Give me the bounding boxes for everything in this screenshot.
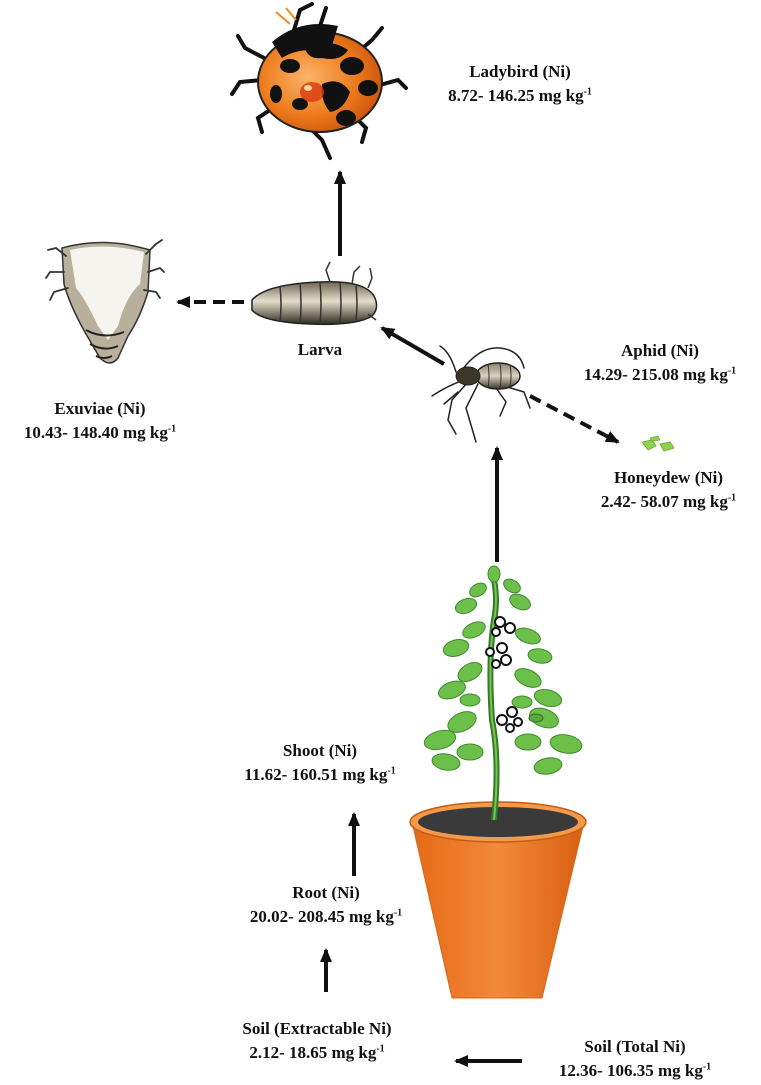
- root-range: 20.02- 208.45 mg kg: [249, 907, 394, 926]
- shoot-label: Shoot (Ni) 11.62- 160.51 mg kg-1: [220, 739, 420, 787]
- honeydew-unit-sup: -1: [727, 492, 737, 504]
- soil-extractable-name: Soil (Extractable Ni): [242, 1019, 392, 1038]
- ladybird-label: Ladybird (Ni) 8.72- 146.25 mg kg-1: [420, 60, 620, 108]
- root-unit-sup: -1: [393, 907, 403, 919]
- shoot-range: 11.62- 160.51 mg kg: [244, 765, 388, 784]
- honeydew-icon: [641, 435, 675, 452]
- soil-total-label: Soil (Total Ni) 12.36- 106.35 mg kg-1: [530, 1035, 740, 1083]
- larva-icon: [251, 261, 378, 326]
- aphid-name: Aphid (Ni): [621, 341, 699, 360]
- honeydew-range: 2.42- 58.07 mg kg: [600, 492, 728, 511]
- soil-total-range: 12.36- 106.35 mg kg: [558, 1061, 703, 1080]
- soil-total-unit-sup: -1: [702, 1061, 712, 1073]
- arrow-aphid-to-honeydew: [529, 394, 620, 444]
- aphid-unit-sup: -1: [727, 365, 737, 377]
- arrow-aphid-to-larva: [380, 326, 446, 366]
- exuviae-label: Exuviae (Ni) 10.43- 148.40 mg kg-1: [0, 397, 200, 445]
- soil-extractable-unit-sup: -1: [376, 1043, 385, 1055]
- larva-label: Larva: [270, 338, 370, 362]
- soil-extractable-range: 2.12- 18.65 mg kg: [249, 1043, 377, 1062]
- root-label: Root (Ni) 20.02- 208.45 mg kg-1: [226, 881, 426, 929]
- aphid-range: 14.29- 215.08 mg kg: [583, 365, 728, 384]
- exuviae-unit-sup: -1: [167, 423, 177, 435]
- ladybird-icon: [230, 2, 408, 160]
- shoot-name: Shoot (Ni): [282, 741, 358, 760]
- root-name: Root (Ni): [292, 883, 360, 902]
- ladybird-unit-sup: -1: [583, 86, 592, 98]
- shoot-unit-sup: -1: [387, 765, 396, 777]
- exuviae-icon: [45, 239, 165, 364]
- soil-total-name: Soil (Total Ni): [584, 1037, 686, 1056]
- soil-extractable-label: Soil (Extractable Ni) 2.12- 18.65 mg kg-…: [212, 1017, 422, 1065]
- aphid-icon: [431, 345, 531, 443]
- honeydew-label: Honeydew (Ni) 2.42- 58.07 mg kg-1: [576, 466, 761, 514]
- ladybird-range: 8.72- 146.25 mg kg: [448, 86, 584, 105]
- plant-pot-icon: [409, 565, 587, 999]
- exuviae-name: Exuviae (Ni): [54, 399, 146, 418]
- arrows: [176, 170, 620, 1067]
- larva-name: Larva: [297, 340, 343, 359]
- exuviae-range: 10.43- 148.40 mg kg: [23, 423, 168, 442]
- honeydew-name: Honeydew (Ni): [613, 468, 724, 487]
- ladybird-name: Ladybird (Ni): [469, 62, 571, 81]
- aphid-label: Aphid (Ni) 14.29- 215.08 mg kg-1: [560, 339, 760, 387]
